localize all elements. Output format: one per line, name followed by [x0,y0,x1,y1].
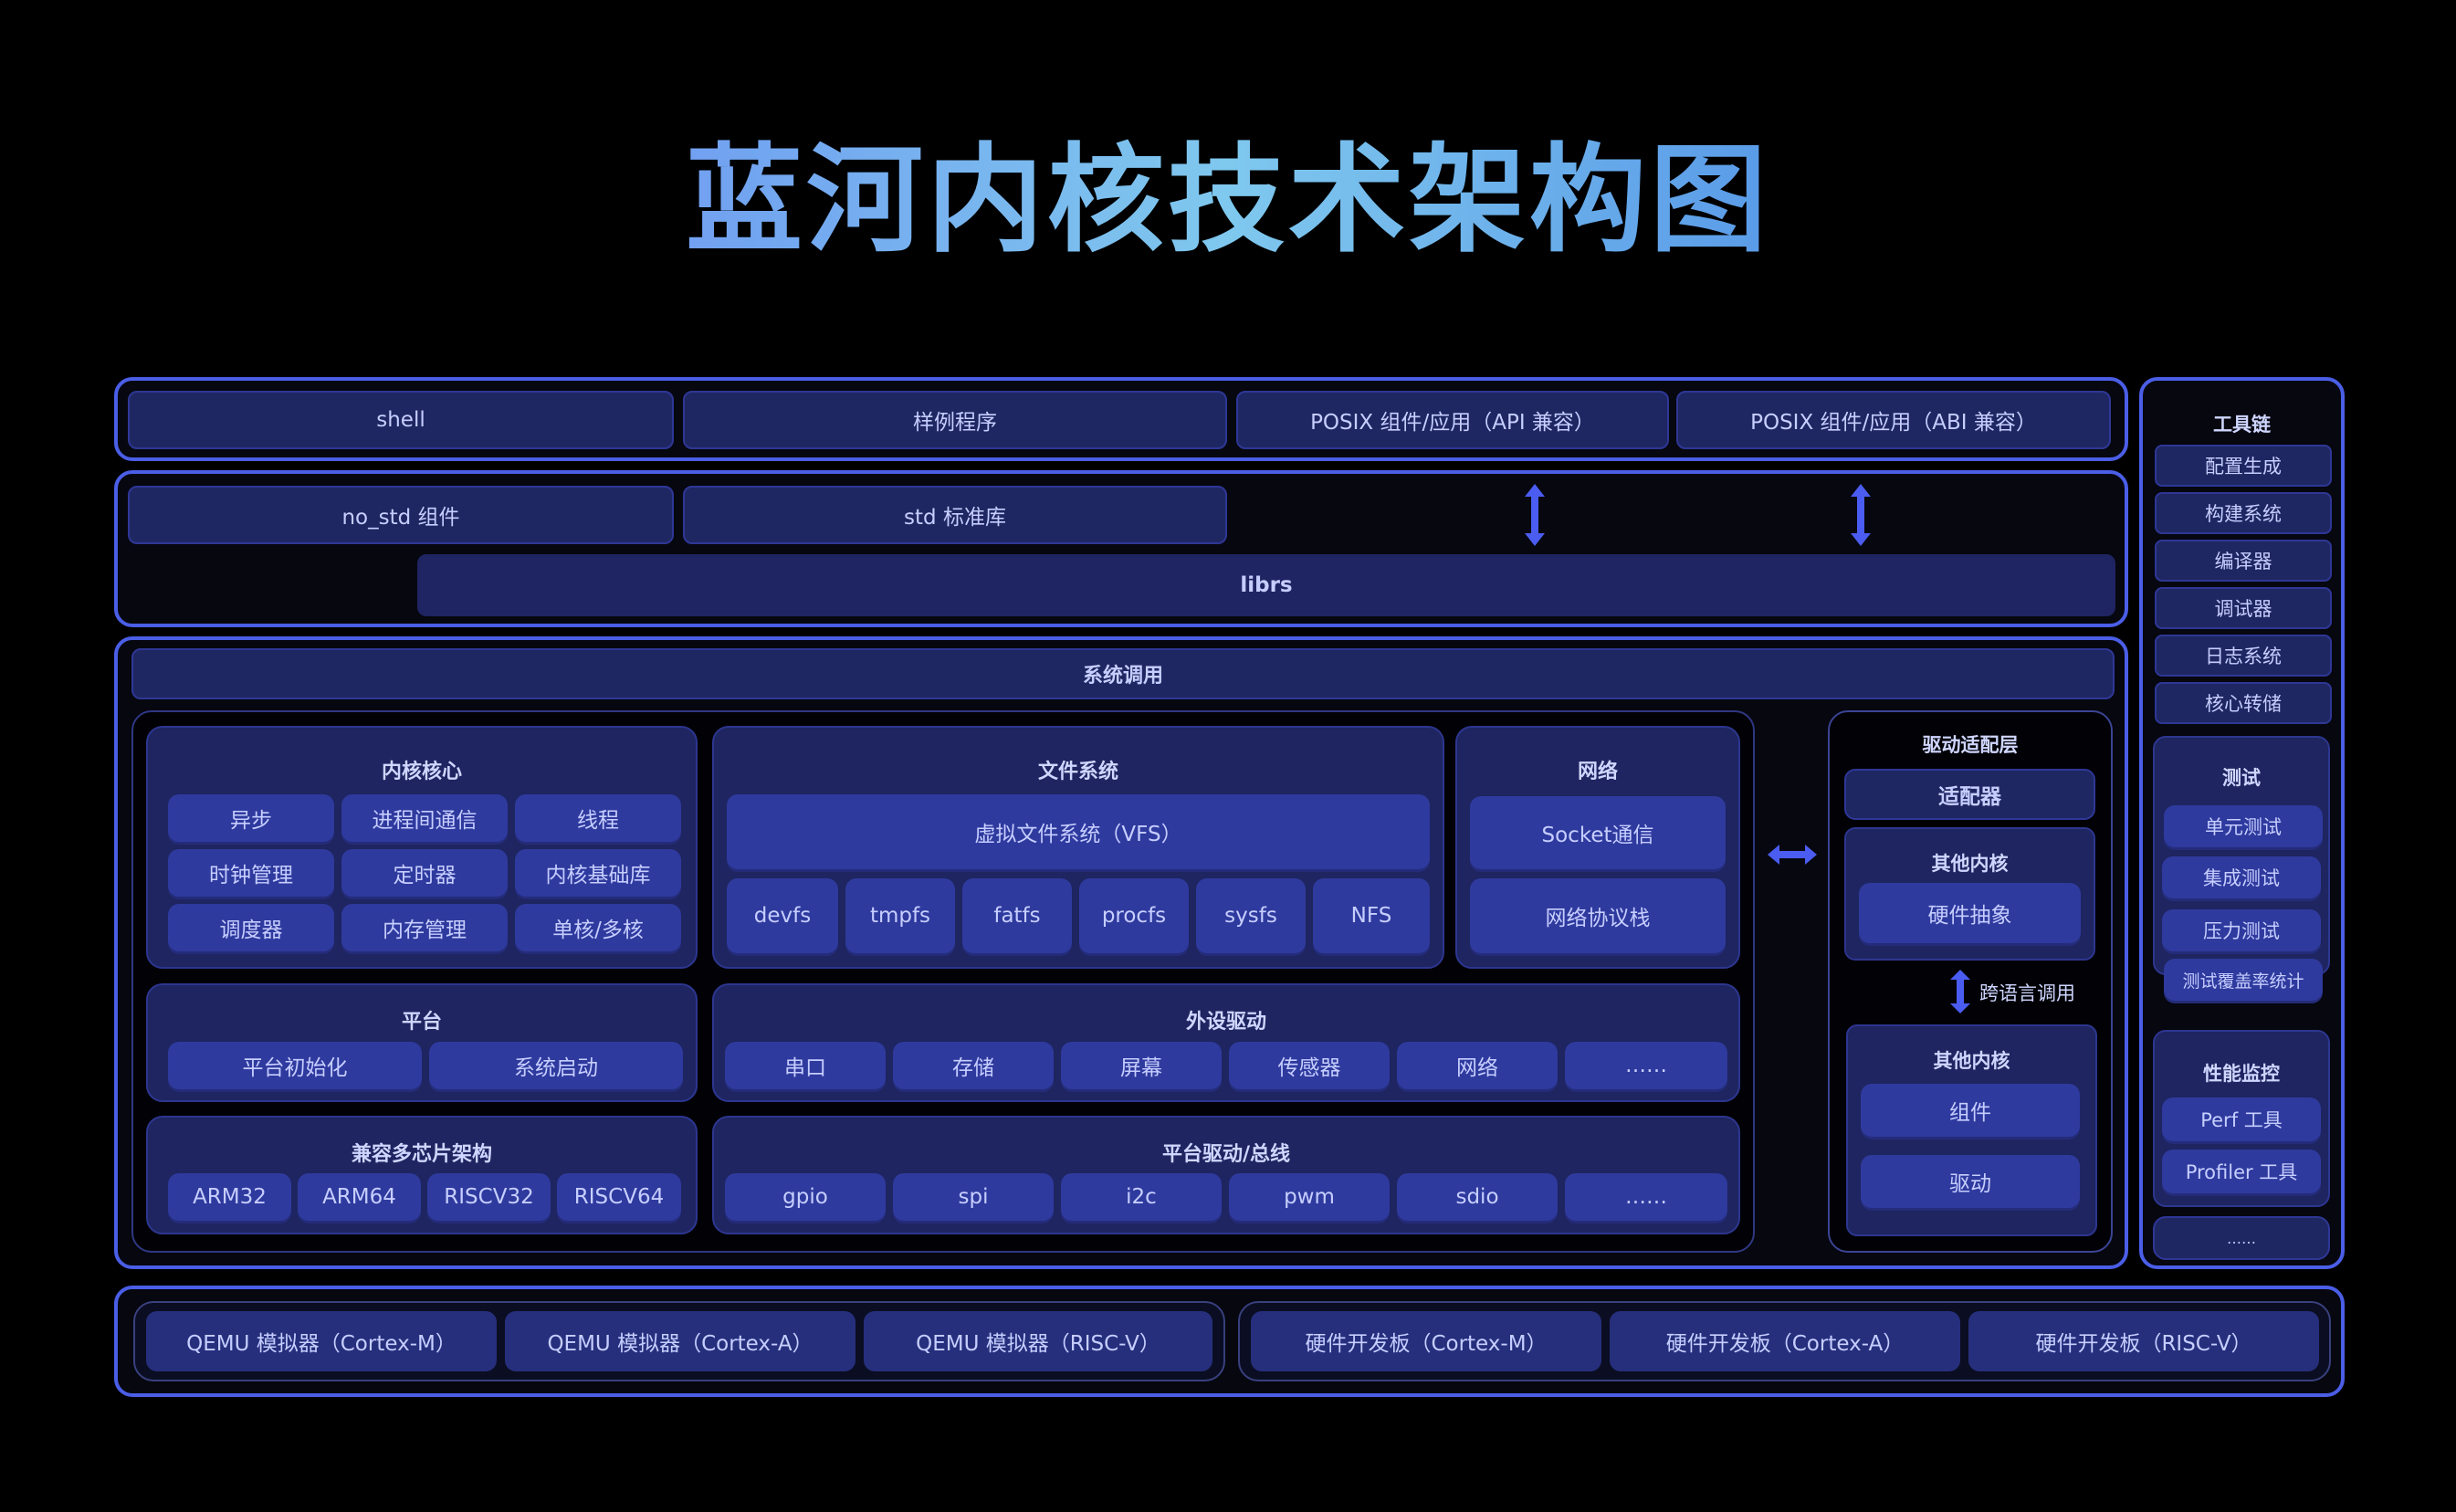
adapter[interactable]: 适配器 [1844,769,2095,820]
lib-librs[interactable]: librs [417,554,2115,616]
double-arrow-vertical-icon [1950,970,1970,1013]
board-riscv[interactable]: 硬件开发板（RISC-V） [1968,1311,2319,1371]
tool-debugger[interactable]: 调试器 [2155,587,2332,629]
emulator-riscv[interactable]: QEMU 模拟器（RISC-V） [864,1311,1212,1371]
hal[interactable]: 硬件抽象 [1859,883,2081,943]
fs-sysfs[interactable]: sysfs [1196,878,1306,953]
emulator-cortex-m[interactable]: QEMU 模拟器（Cortex-M） [146,1311,497,1371]
perf-tool[interactable]: Perf 工具 [2162,1097,2321,1141]
core-thread[interactable]: 线程 [515,794,681,842]
test-coverage[interactable]: 测试覆盖率统计 [2164,959,2323,1001]
tool-logging[interactable]: 日志系统 [2155,635,2332,677]
fs-tmpfs[interactable]: tmpfs [845,878,955,953]
app-shell[interactable]: shell [128,391,674,449]
group-title: 平台 [401,1011,442,1034]
double-arrow-horizontal-icon [1768,845,1817,865]
toolchain-more[interactable]: …… [2153,1216,2330,1260]
emulator-cortex-a[interactable]: QEMU 模拟器（Cortex-A） [505,1311,855,1371]
fs-procfs[interactable]: procfs [1079,878,1189,953]
double-arrow-vertical-icon [1851,484,1871,546]
bus-spi[interactable]: spi [893,1173,1054,1221]
test-stress[interactable]: 压力测试 [2162,909,2321,951]
group-title: 其他内核 [1931,853,2009,875]
group-title: 文件系统 [1037,761,1118,783]
tool-build-system[interactable]: 构建系统 [2155,492,2332,534]
core-memory[interactable]: 内存管理 [341,904,508,951]
app-samples[interactable]: 样例程序 [683,391,1227,449]
group-title: 平台驱动/总线 [1161,1143,1291,1166]
core-smp[interactable]: 单核/多核 [515,904,681,951]
arch-arm64[interactable]: ARM64 [298,1173,421,1221]
core-baselib[interactable]: 内核基础库 [515,849,681,897]
bus-more[interactable]: …… [1565,1173,1727,1221]
periph-network[interactable]: 网络 [1397,1042,1558,1089]
driver[interactable]: 驱动 [1861,1155,2080,1208]
group-title: 驱动适配层 [1922,734,2019,756]
fs-fatfs[interactable]: fatfs [962,878,1072,953]
toolchain-title: 工具链 [2213,414,2271,436]
page-title: 蓝河内核技术架构图 [0,128,2456,274]
test-integration[interactable]: 集成测试 [2162,856,2321,898]
app-posix-abi[interactable]: POSIX 组件/应用（ABI 兼容） [1676,391,2111,449]
fs-vfs[interactable]: 虚拟文件系统（VFS） [727,794,1430,869]
tool-config-gen[interactable]: 配置生成 [2155,445,2332,487]
component[interactable]: 组件 [1861,1084,2080,1137]
periph-uart[interactable]: 串口 [725,1042,886,1089]
arch-riscv64[interactable]: RISCV64 [557,1173,681,1221]
bus-pwm[interactable]: pwm [1229,1173,1390,1221]
tool-compiler[interactable]: 编译器 [2155,540,2332,582]
cross-language-call-label: 跨语言调用 [1979,982,2075,1004]
platform-boot[interactable]: 系统启动 [429,1042,683,1089]
fs-nfs[interactable]: NFS [1313,878,1430,953]
group-title: 性能监控 [2203,1063,2280,1085]
core-scheduler[interactable]: 调度器 [168,904,334,951]
core-async[interactable]: 异步 [168,794,334,842]
net-stack[interactable]: 网络协议栈 [1470,878,1726,953]
platform-init[interactable]: 平台初始化 [168,1042,422,1089]
board-cortex-a[interactable]: 硬件开发板（Cortex-A） [1610,1311,1960,1371]
periph-sensor[interactable]: 传感器 [1229,1042,1390,1089]
profiler-tool[interactable]: Profiler 工具 [2162,1150,2321,1193]
bus-i2c[interactable]: i2c [1061,1173,1222,1221]
bus-sdio[interactable]: sdio [1397,1173,1558,1221]
arch-riscv32[interactable]: RISCV32 [427,1173,551,1221]
core-clock[interactable]: 时钟管理 [168,849,334,897]
test-unit[interactable]: 单元测试 [2164,805,2323,847]
group-title: 测试 [2222,767,2261,789]
fs-devfs[interactable]: devfs [727,878,838,953]
group-title: 外设驱动 [1185,1011,1266,1034]
board-cortex-m[interactable]: 硬件开发板（Cortex-M） [1251,1311,1601,1371]
lib-std[interactable]: std 标准库 [683,486,1227,544]
group-title: 其他内核 [1933,1050,2010,1072]
bus-gpio[interactable]: gpio [725,1173,886,1221]
group-title: 内核核心 [381,761,462,783]
arch-arm32[interactable]: ARM32 [168,1173,291,1221]
tool-coredump[interactable]: 核心转储 [2155,682,2332,724]
lib-no-std[interactable]: no_std 组件 [128,486,674,544]
group-title: 网络 [1577,761,1618,783]
group-title: 兼容多芯片架构 [351,1143,492,1166]
syscall-bar[interactable]: 系统调用 [131,648,2115,699]
core-ipc[interactable]: 进程间通信 [341,794,508,842]
core-timer[interactable]: 定时器 [341,849,508,897]
periph-more[interactable]: …… [1565,1042,1727,1089]
app-posix-api[interactable]: POSIX 组件/应用（API 兼容） [1236,391,1669,449]
periph-storage[interactable]: 存储 [893,1042,1054,1089]
net-socket[interactable]: Socket通信 [1470,796,1726,869]
periph-screen[interactable]: 屏幕 [1061,1042,1222,1089]
double-arrow-vertical-icon [1525,484,1545,546]
